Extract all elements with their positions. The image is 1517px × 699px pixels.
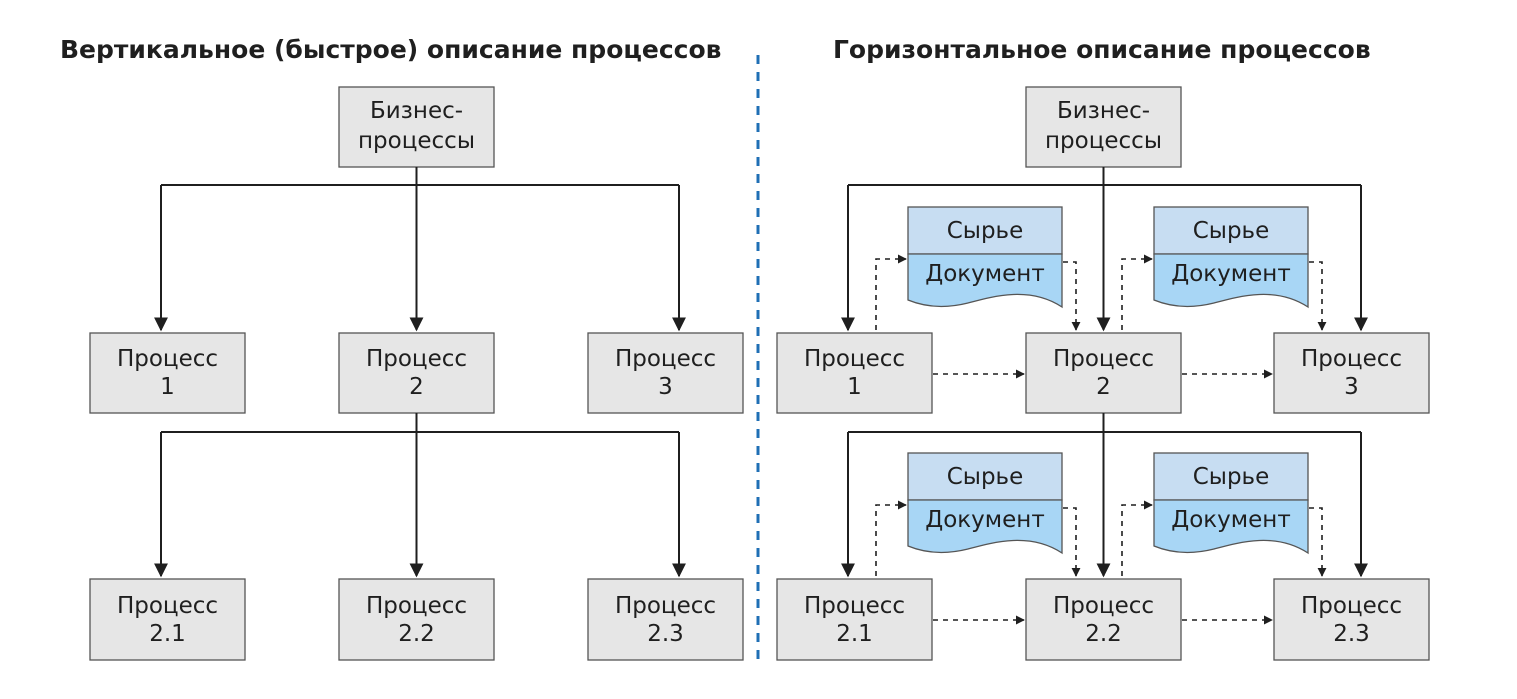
left-root-box: Бизнес- процессы bbox=[338, 86, 495, 168]
doc-label-top: Сырье bbox=[947, 464, 1024, 490]
doc-label-bottom: Документ bbox=[1171, 261, 1290, 287]
right-process-3-box: Процесс 3 bbox=[1273, 332, 1430, 414]
svg-text:2.3: 2.3 bbox=[1333, 621, 1370, 647]
left-level1-connectors bbox=[154, 167, 686, 332]
svg-text:1: 1 bbox=[847, 374, 862, 400]
svg-text:Процесс: Процесс bbox=[1301, 346, 1402, 372]
right-row1-connectors bbox=[841, 167, 1368, 332]
right-process-2-3-box: Процесс 2.3 bbox=[1273, 578, 1430, 661]
right-root-line2: процессы bbox=[1045, 128, 1162, 154]
right-row2-document-2: Сырье Документ bbox=[1153, 452, 1309, 555]
svg-text:3: 3 bbox=[1344, 374, 1359, 400]
left-process-2-3-box: Процесс 2.3 bbox=[587, 578, 744, 661]
svg-text:Процесс: Процесс bbox=[1301, 593, 1402, 619]
right-row2-document-1: Сырье Документ bbox=[907, 452, 1063, 555]
left-process-2-1-box: Процесс 2.1 bbox=[89, 578, 246, 661]
svg-text:2.2: 2.2 bbox=[398, 621, 435, 647]
left-title: Вертикальное (быстрое) описание процессо… bbox=[60, 35, 722, 64]
right-process-2-2-box: Процесс 2.2 bbox=[1025, 578, 1182, 661]
right-title: Горизонтальное описание процессов bbox=[833, 35, 1371, 64]
svg-text:Процесс: Процесс bbox=[366, 593, 467, 619]
doc-label-bottom: Документ bbox=[1171, 507, 1290, 533]
right-process-1-box: Процесс 1 bbox=[776, 332, 933, 414]
doc-label-top: Сырье bbox=[1193, 218, 1270, 244]
left-root-line1: Бизнес- bbox=[370, 98, 463, 124]
svg-text:Процесс: Процесс bbox=[804, 346, 905, 372]
left-level2-connectors bbox=[154, 413, 686, 578]
right-row1-document-1: Сырье Документ bbox=[907, 206, 1063, 309]
svg-text:2: 2 bbox=[409, 374, 424, 400]
right-row1-document-2: Сырье Документ bbox=[1153, 206, 1309, 309]
doc-label-top: Сырье bbox=[1193, 464, 1270, 490]
right-root-box: Бизнес- процессы bbox=[1025, 86, 1182, 168]
doc-label-bottom: Документ bbox=[925, 507, 1044, 533]
svg-text:2.2: 2.2 bbox=[1085, 621, 1122, 647]
svg-text:2.3: 2.3 bbox=[647, 621, 684, 647]
svg-text:3: 3 bbox=[658, 374, 673, 400]
svg-text:2.1: 2.1 bbox=[149, 621, 186, 647]
doc-label-bottom: Документ bbox=[925, 261, 1044, 287]
right-process-2-box: Процесс 2 bbox=[1025, 332, 1182, 414]
svg-text:Процесс: Процесс bbox=[615, 593, 716, 619]
left-process-1-box: Процесс 1 bbox=[89, 332, 246, 414]
left-root-line2: процессы bbox=[358, 128, 475, 154]
left-process-3-box: Процесс 3 bbox=[587, 332, 744, 414]
svg-text:Процесс: Процесс bbox=[117, 346, 218, 372]
left-process-2-box: Процесс 2 bbox=[338, 332, 495, 414]
svg-text:2: 2 bbox=[1096, 374, 1111, 400]
svg-text:Процесс: Процесс bbox=[117, 593, 218, 619]
doc-label-top: Сырье bbox=[947, 218, 1024, 244]
svg-text:Процесс: Процесс bbox=[1053, 593, 1154, 619]
left-process-2-2-box: Процесс 2.2 bbox=[338, 578, 495, 661]
right-process-2-1-box: Процесс 2.1 bbox=[776, 578, 933, 661]
right-root-line1: Бизнес- bbox=[1057, 98, 1150, 124]
svg-text:1: 1 bbox=[160, 374, 175, 400]
right-row1-dashed-flows bbox=[875, 254, 1327, 379]
svg-text:Процесс: Процесс bbox=[366, 346, 467, 372]
svg-text:Процесс: Процесс bbox=[1053, 346, 1154, 372]
right-row2-dashed-flows bbox=[875, 500, 1327, 625]
right-row2-connectors bbox=[841, 413, 1368, 578]
svg-text:Процесс: Процесс bbox=[615, 346, 716, 372]
svg-text:2.1: 2.1 bbox=[836, 621, 873, 647]
svg-text:Процесс: Процесс bbox=[804, 593, 905, 619]
